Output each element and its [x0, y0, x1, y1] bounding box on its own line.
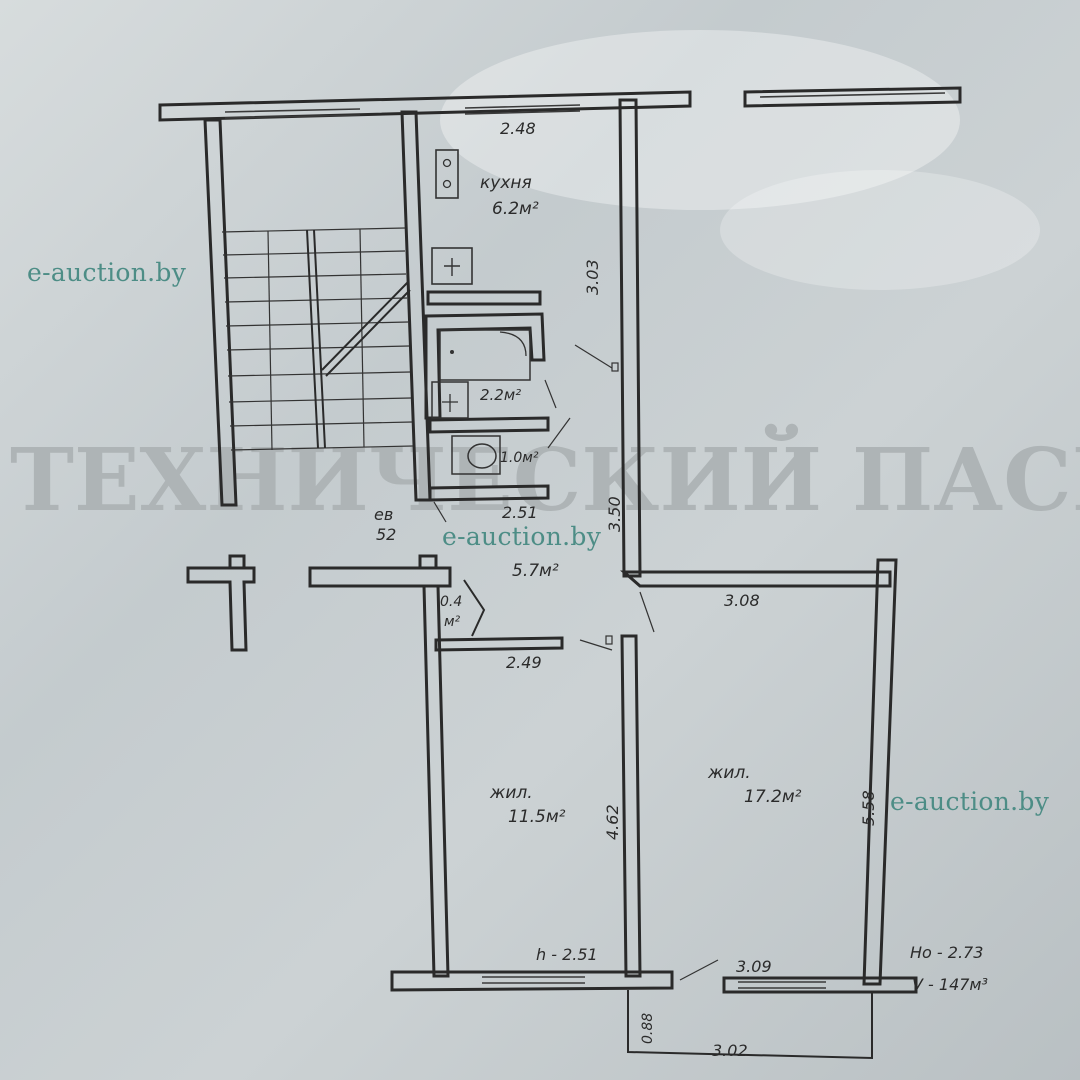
watermark-left: e-auction.by [27, 258, 187, 287]
dim-corridor-length: 3.50 [605, 496, 624, 532]
fixtures [431, 149, 531, 475]
top-facade-wall [158, 86, 962, 122]
stove-icon [435, 149, 459, 199]
bedroom-area: 11.5м² [508, 807, 566, 827]
bedroom-name: жил. [489, 783, 533, 803]
dim-wc-width: 2.51 [502, 503, 538, 522]
washbasin-icon [431, 381, 469, 419]
living-name: жил. [707, 763, 751, 783]
apartment-walls [308, 98, 918, 1060]
stairwell-label: ев [374, 505, 393, 524]
bathtub-icon [439, 329, 531, 381]
dim-living-top: 3.08 [724, 591, 760, 610]
dim-bedroom-top: 2.49 [506, 653, 542, 672]
dim-kitchen-length: 3.03 [583, 259, 602, 295]
watermark-center: e-auction.by [442, 522, 602, 551]
wc-area: 1.0м² [500, 450, 539, 466]
closet-area-value: 0.4 [440, 594, 462, 610]
glare-secondary [720, 170, 1040, 290]
toilet-icon [451, 435, 501, 475]
glare [440, 30, 960, 210]
dim-balcony-depth: 0.88 [640, 1013, 656, 1044]
watermark-right: e-auction.by [890, 787, 1050, 816]
closet-area-unit: м² [444, 614, 461, 630]
sink-icon [431, 247, 473, 285]
background-stamp-text: ТЕХНИЧЕСКИЙ ПАСПОРТ [10, 424, 1080, 531]
stub-wall [186, 554, 256, 652]
dim-bedroom-length: 4.62 [603, 804, 622, 840]
bath-area: 2.2м² [480, 386, 521, 404]
door-swings [433, 344, 719, 981]
stairwell-number: 52 [376, 525, 396, 544]
dim-balcony-width: 3.02 [712, 1041, 748, 1060]
dim-kitchen-width: 2.48 [500, 119, 536, 138]
hall-area: 5.7м² [512, 561, 559, 581]
dim-living-length: 5.58 [859, 790, 878, 826]
kitchen-name: кухня [480, 173, 532, 193]
note-total-height: Hо - 2.73 [910, 943, 983, 962]
note-volume: V - 147м³ [912, 975, 988, 994]
kitchen-area: 6.2м² [492, 199, 539, 219]
dim-living-bottom: 3.09 [736, 957, 772, 976]
note-room-height: h - 2.51 [536, 945, 598, 964]
living-area: 17.2м² [744, 787, 802, 807]
